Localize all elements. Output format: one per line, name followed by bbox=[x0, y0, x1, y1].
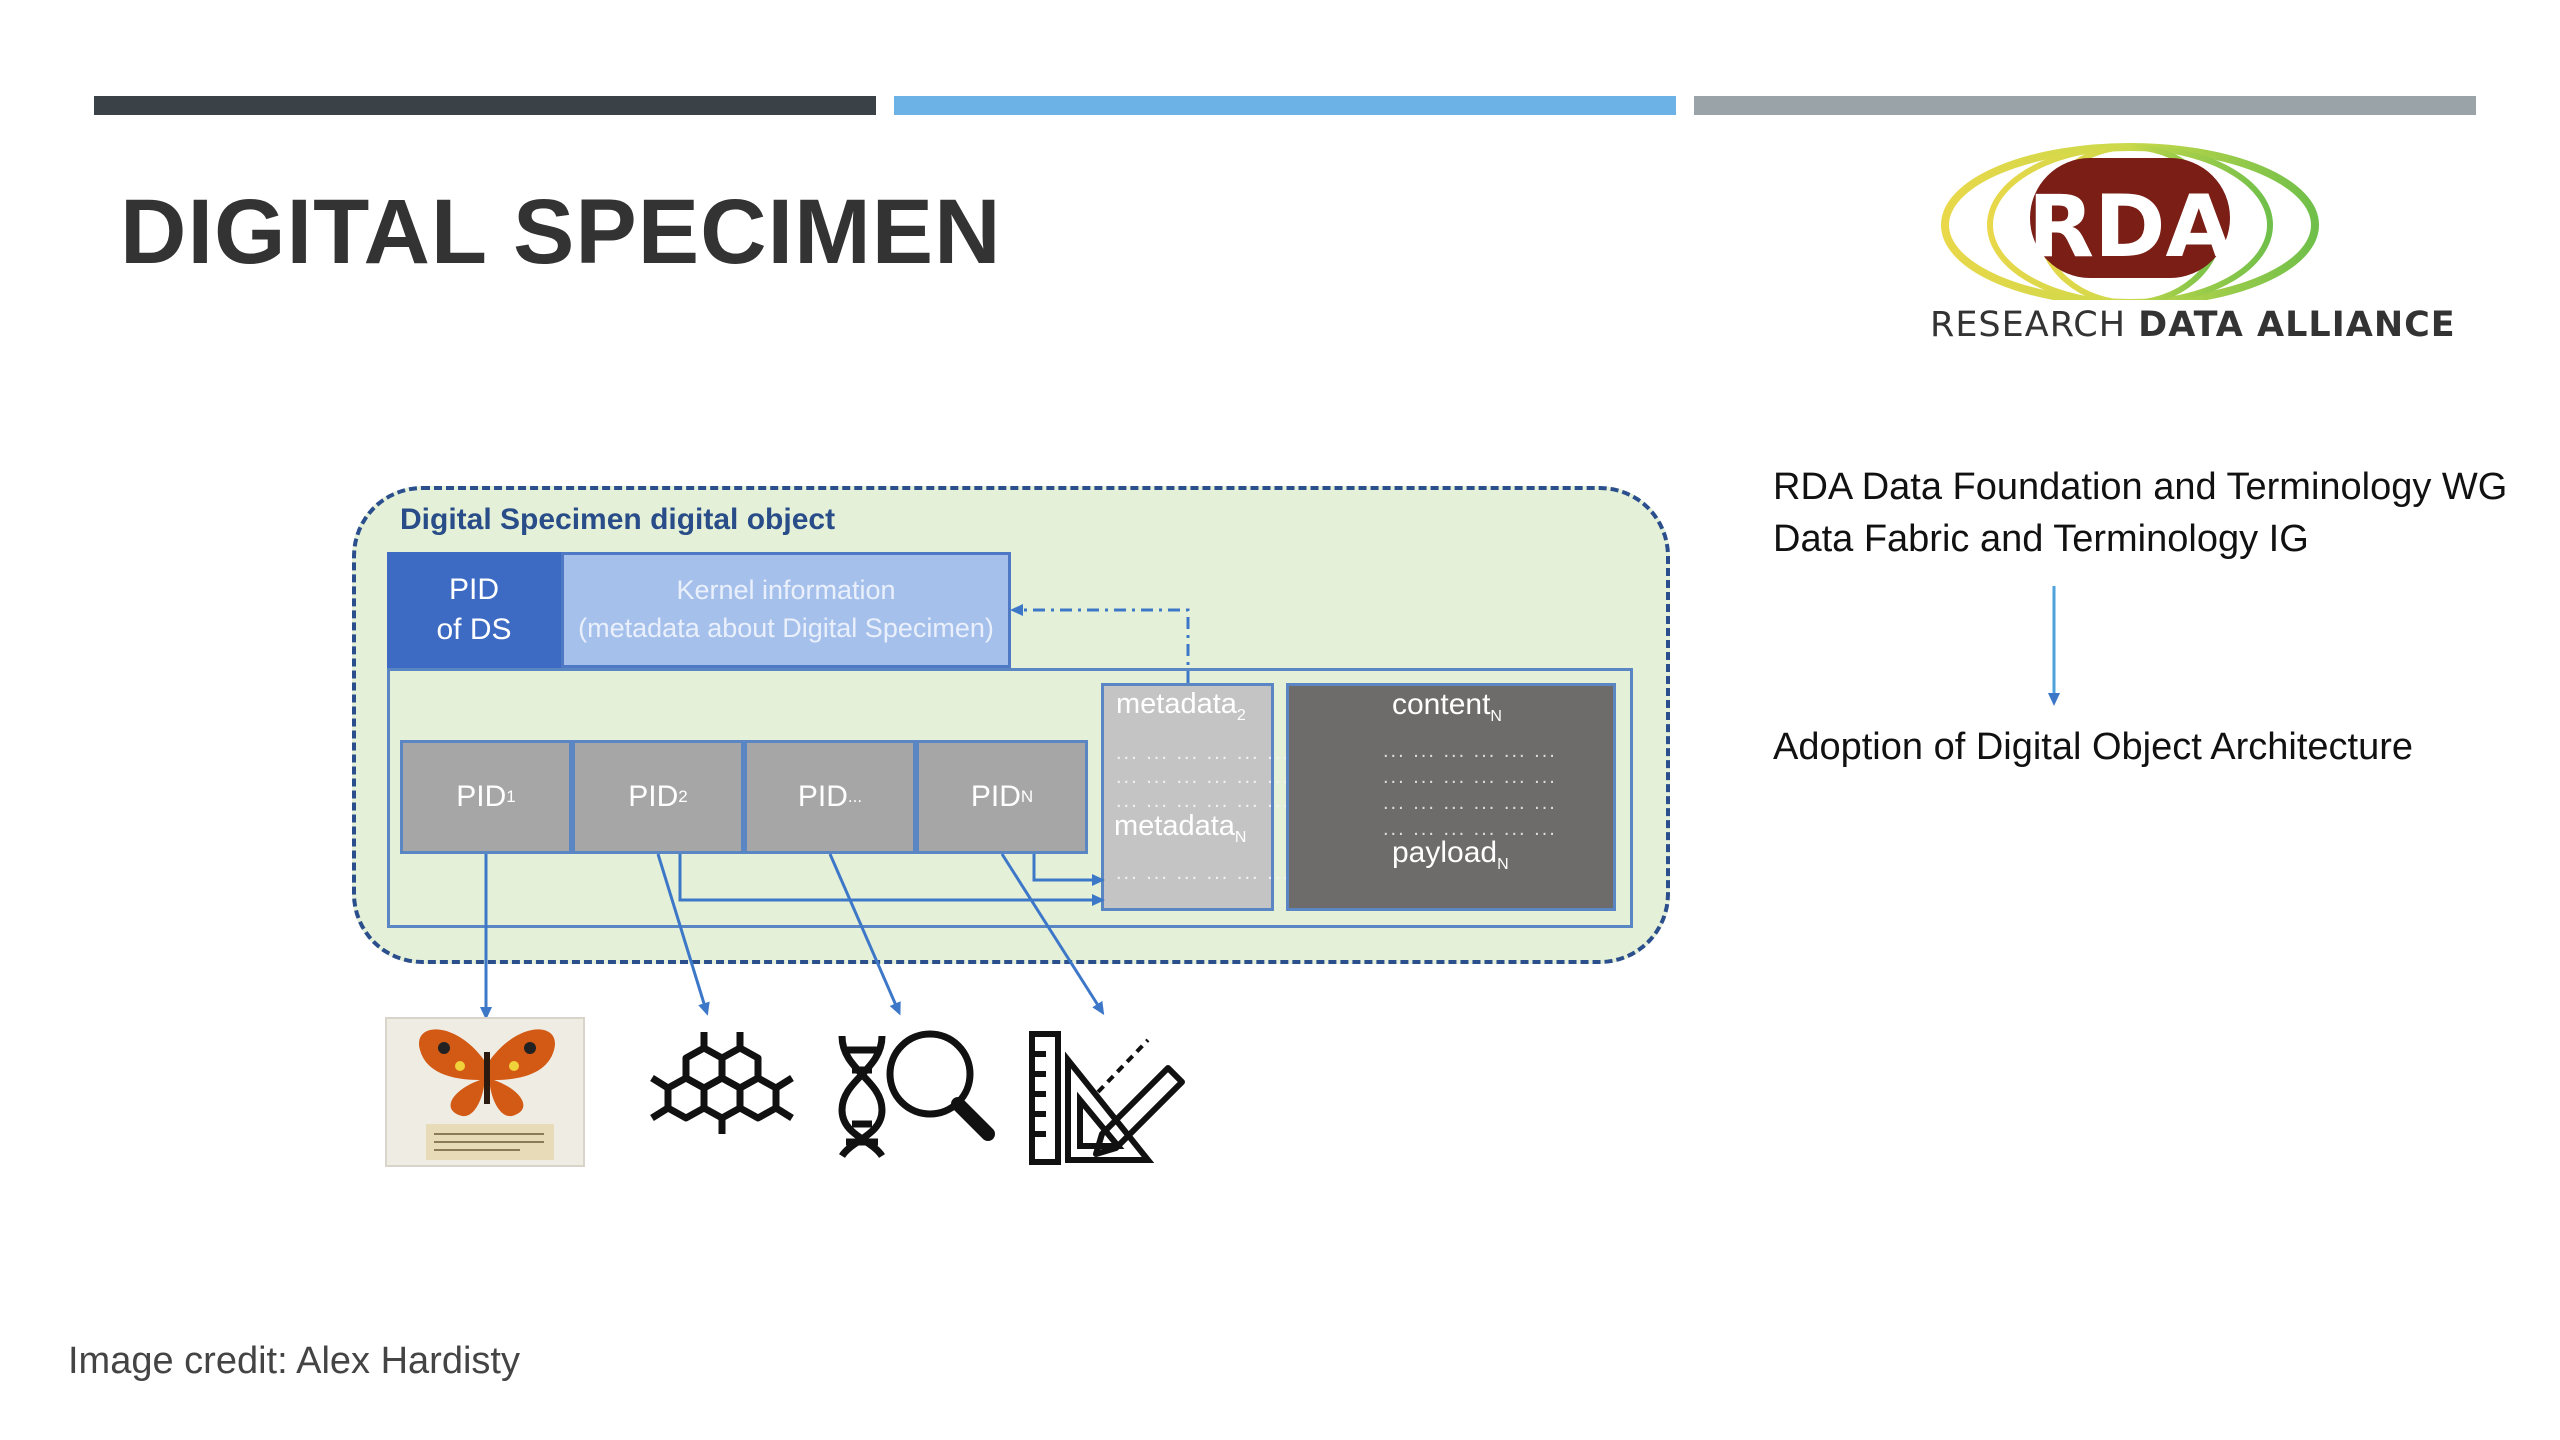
content-frame bbox=[387, 668, 1633, 928]
adoption-doa-text: Adoption of Digital Object Architecture bbox=[1773, 726, 2414, 768]
top-bar-grey bbox=[1694, 96, 2476, 115]
pid-n-to-tools-arrow bbox=[1000, 853, 1105, 1016]
top-bar-dark bbox=[94, 96, 876, 115]
butterfly-specimen-icon bbox=[385, 1017, 585, 1167]
content-n-label: contentN bbox=[1392, 688, 1502, 725]
metadata-2-label: metadata2 bbox=[1116, 688, 1246, 724]
image-credit: Image credit: Alex Hardisty bbox=[68, 1340, 520, 1382]
pid-2-to-molecule-arrow bbox=[656, 853, 710, 1016]
content-dots-1: ... ... ... ... ... ... bbox=[1383, 740, 1557, 762]
molecule-icon bbox=[650, 1032, 794, 1134]
metadata-dots-1: ... ... ... ... ... ... bbox=[1116, 742, 1290, 764]
top-bar-blue bbox=[894, 96, 1676, 115]
pid-2-to-metadata-line bbox=[678, 854, 1105, 906]
metadata-dots-4: ... ... ... ... ... ... bbox=[1116, 862, 1290, 884]
digital-object-label: Digital Specimen digital object bbox=[400, 503, 836, 536]
metadata-to-kernel-arrow bbox=[1010, 604, 1190, 683]
slide-title: DIGITAL SPECIMEN bbox=[120, 181, 1002, 283]
rda-logo: RDA RESEARCH DATA ALLIANCE bbox=[1930, 130, 2456, 360]
content-dots-2: ... ... ... ... ... ... bbox=[1383, 766, 1557, 788]
content-dots-3: ... ... ... ... ... ... bbox=[1383, 792, 1557, 814]
measurement-tools-icon bbox=[1029, 1031, 1185, 1165]
rda-logo-caption: RESEARCH DATA ALLIANCE bbox=[1930, 305, 2456, 345]
rda-globe-icon: RDA bbox=[1941, 143, 2319, 300]
rda-logo-mark: RDA bbox=[2028, 177, 2233, 277]
rda-dft-wg-text: RDA Data Foundation and Terminology WG bbox=[1773, 466, 2508, 508]
kernel-information-box: Kernel information (metadata about Digit… bbox=[561, 552, 1011, 668]
content-payload-box bbox=[1286, 683, 1616, 911]
pid-of-ds-box: PID of DS bbox=[387, 552, 561, 668]
metadata-dots-2: ... ... ... ... ... ... bbox=[1116, 766, 1290, 788]
pid-ellipsis-to-dna-arrow bbox=[828, 853, 901, 1016]
metadata-n-label: metadataN bbox=[1114, 810, 1247, 846]
dna-search-icon bbox=[838, 1030, 995, 1159]
pid-ellipsis-box: PID... bbox=[744, 740, 916, 854]
metadata-dots-3: ... ... ... ... ... ... bbox=[1116, 790, 1290, 812]
metadata-box bbox=[1101, 683, 1274, 911]
content-dots-4: ... ... ... ... ... ... bbox=[1383, 818, 1557, 840]
data-fabric-ig-text: Data Fabric and Terminology IG bbox=[1773, 518, 2309, 560]
payload-n-label: payloadN bbox=[1392, 836, 1509, 873]
pid-n-to-metadata-line bbox=[1032, 854, 1105, 886]
